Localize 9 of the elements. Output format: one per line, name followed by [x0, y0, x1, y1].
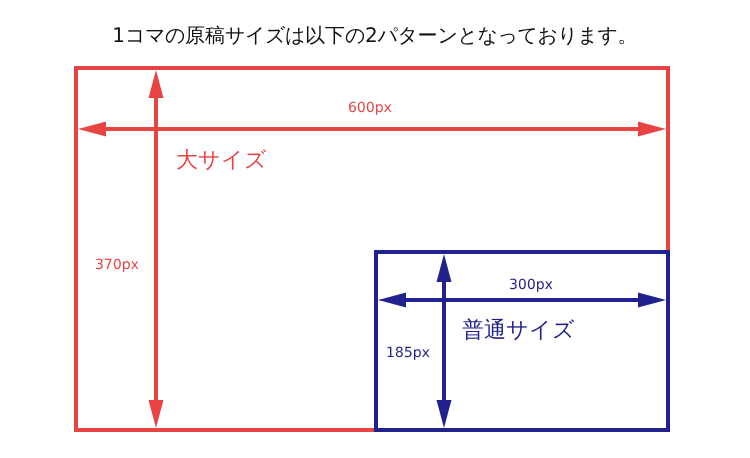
- dimension-label: 185px: [386, 345, 430, 361]
- dimension-label: 600px: [348, 100, 392, 116]
- size-label: 普通サイズ: [462, 318, 575, 344]
- large-frame: [74, 66, 670, 432]
- small-frame: [374, 250, 670, 432]
- dimension-label: 300px: [509, 277, 553, 293]
- dimension-label: 370px: [95, 257, 139, 273]
- size-label: 大サイズ: [176, 148, 267, 174]
- title: 1コマの原稿サイズは以下の2パターンとなっております。: [111, 22, 639, 48]
